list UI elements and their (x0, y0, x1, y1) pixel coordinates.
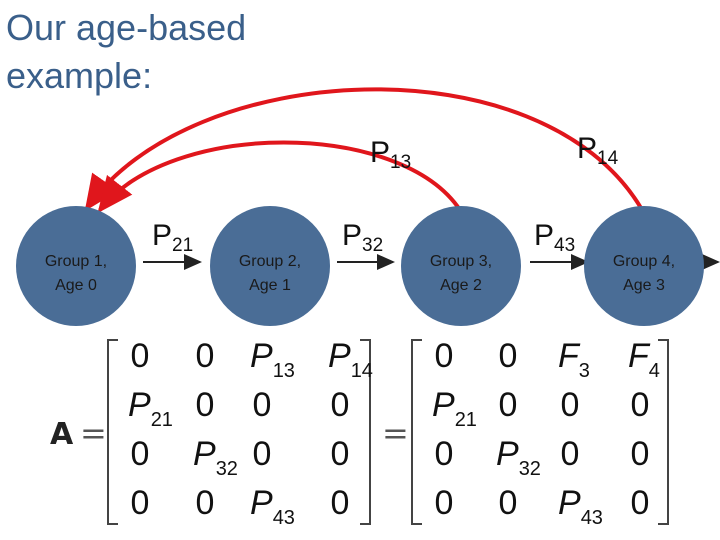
matrix-a-right-bracket (360, 339, 371, 525)
matrix-a-cell-4-3: P43 (250, 484, 295, 529)
matrix-a-cell-1-3: P13 (250, 337, 295, 382)
matrix-b-cell-4-1: 0 (435, 484, 454, 522)
matrix-a-cell-4-4: 0 (331, 484, 350, 522)
matrix-a-cell-1-4: P14 (328, 337, 373, 382)
matrix-a-cell-4-1: 0 (131, 484, 150, 522)
matrix-b-cell-3-4: 0 (631, 435, 650, 473)
node-group-2: Group 2, Age 1 (210, 206, 330, 326)
node-group-3: Group 3, Age 2 (401, 206, 521, 326)
node-1-line-1: Group 1, (45, 253, 107, 270)
label-p14: P14 (577, 132, 619, 169)
label-p43: P43 (534, 219, 575, 256)
title-line-2: example: (6, 55, 153, 96)
matrix-b-cell-3-2: P32 (496, 435, 541, 480)
matrix-b-cell-1-1: 0 (435, 337, 454, 375)
matrix-a-cell-2-1: P21 (128, 386, 173, 431)
matrix-a-cell-3-1: 0 (131, 435, 150, 473)
node-2-line-1: Group 2, (239, 253, 301, 270)
matrix-b-cell-2-2: 0 (499, 386, 518, 424)
equals-sign-1: = (80, 414, 107, 452)
arrow-p13 (97, 140, 462, 214)
node-4-line-2: Age 3 (623, 277, 665, 294)
matrix-a-cell-2-3: 0 (253, 386, 272, 424)
matrix-b-cell-1-2: 0 (499, 337, 518, 375)
node-group-4: Group 4, Age 3 (584, 206, 704, 326)
matrix-b-cell-4-4: 0 (631, 484, 650, 522)
matrix-a-symbol: A (50, 417, 74, 452)
arrow-p14 (84, 87, 643, 212)
matrix-a-cell-3-4: 0 (331, 435, 350, 473)
matrix-b-cell-3-3: 0 (561, 435, 580, 473)
matrix-a-cell-4-2: 0 (196, 484, 215, 522)
slide-title: Our age-based example: (6, 4, 246, 100)
matrix-a-left-bracket (107, 339, 118, 525)
matrix-b-right-bracket (658, 339, 669, 525)
matrix-a-cell-1-2: 0 (196, 337, 215, 375)
matrix-a-cell-3-3: 0 (253, 435, 272, 473)
matrix-b-cell-2-4: 0 (631, 386, 650, 424)
title-line-1: Our age-based (6, 7, 247, 48)
matrix-a-cell-3-2: P32 (193, 435, 238, 480)
equals-sign-2: = (382, 414, 409, 452)
node-1-line-2: Age 0 (55, 277, 97, 294)
node-4-line-1: Group 4, (613, 253, 675, 270)
node-3-line-2: Age 2 (440, 277, 482, 294)
matrix-a-cell-2-4: 0 (331, 386, 350, 424)
matrix-b-left-bracket (411, 339, 422, 525)
matrix-b-cell-1-3: F3 (558, 337, 590, 382)
matrix-a-cell-2-2: 0 (196, 386, 215, 424)
matrix-b-cell-4-2: 0 (499, 484, 518, 522)
matrix-b-cell-4-3: P43 (558, 484, 603, 529)
matrix-a-cell-1-1: 0 (131, 337, 150, 375)
matrix-b-cell-3-1: 0 (435, 435, 454, 473)
node-3-line-1: Group 3, (430, 253, 492, 270)
matrix-b-cell-2-1: P21 (432, 386, 477, 431)
node-group-1: Group 1, Age 0 (16, 206, 136, 326)
matrix-b-cell-1-4: F4 (628, 337, 660, 382)
matrix-b-cell-2-3: 0 (561, 386, 580, 424)
label-p32: P32 (342, 219, 383, 256)
node-2-line-2: Age 1 (249, 277, 291, 294)
label-p13: P13 (370, 136, 411, 173)
label-p21: P21 (152, 219, 193, 256)
